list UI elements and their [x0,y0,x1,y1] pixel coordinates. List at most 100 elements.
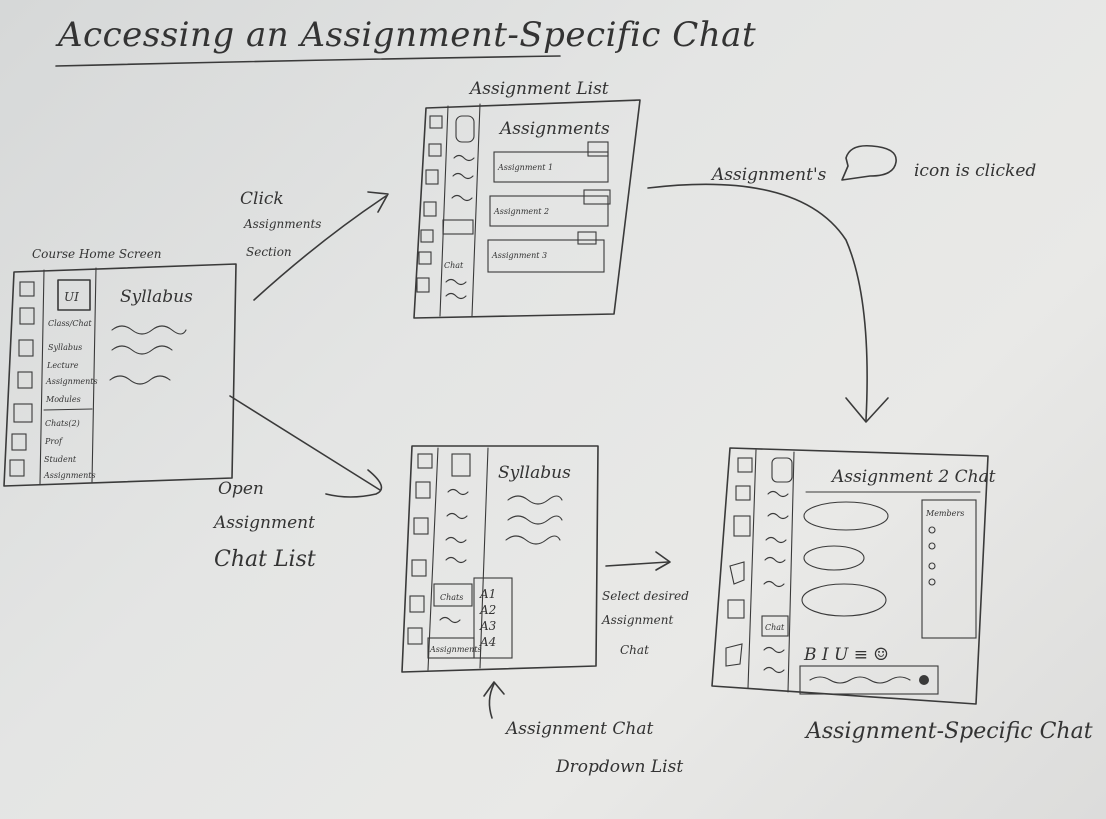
nav-label: Syllabus [48,343,82,352]
transition-label: Click [240,189,284,209]
logo-text: UI [64,290,79,304]
assignment-chat-caption: Assignment-Specific Chat [804,719,1093,744]
transition-label: icon is clicked [914,161,1036,181]
nav-chat-label: Chat [765,623,785,632]
chat-message [803,501,889,531]
assignment-row-label: Assignment 2 [493,207,549,216]
course-icon [451,453,471,477]
chat-message [801,583,887,617]
caption: Dropdown List [555,757,683,777]
assignment-list-sketch: Chat Assignments Assignment 1 Assignment… [413,99,641,319]
chat-dropdown-sketch: Chats Assignments Syllabus A1 A2 A3 A4 [401,445,599,673]
chat-dropdown-heading: Syllabus [498,463,571,483]
arrow-to-dropdown [488,683,495,719]
diagram-title: Accessing an Assignment-Specific Chat [55,15,756,55]
member-avatar [928,578,936,586]
nav-assignments-label: Assignments [429,645,482,654]
nav-icon [725,643,743,667]
nav-label: Class/Chat [48,319,92,328]
course-home-sketch: UI Class/Chat Syllabus Lecture Assignmen… [3,263,237,487]
chat-dropdown-list[interactable] [473,577,513,659]
arrow-to-chat-dropdown [229,395,381,491]
nav-icon [428,143,442,157]
assignment-row-label: Assignment 3 [491,251,547,260]
nav-icon [411,559,427,577]
assignment-row[interactable] [493,151,609,183]
assignment-row[interactable] [489,195,609,227]
nav-icon [11,433,27,451]
arrow-head [483,681,505,697]
assignment-row-label: Assignment 1 [497,163,553,172]
chat-bubble-icon[interactable] [583,189,611,205]
nav-icon [418,251,432,265]
nav-chat-label: Chat [444,261,464,270]
nav-icon [18,339,34,357]
nav-icon [729,561,745,585]
arrow-head [325,469,383,498]
nav-label: Prof [44,437,64,446]
dropdown-item[interactable]: A3 [479,619,497,633]
nav-icon [425,169,439,185]
member-avatar [928,542,936,550]
transition-label: Select desired [602,589,689,603]
dropdown-item[interactable]: A1 [479,587,496,601]
arrow-to-assignment-chat [647,183,868,421]
nav-icon [423,201,437,217]
members-panel [921,499,977,639]
nav-icon [407,627,423,645]
dropdown-item[interactable]: A4 [479,635,496,649]
transition-label: Open [218,479,264,499]
arrow-head [845,397,889,423]
dropdown-item[interactable]: A2 [479,603,496,617]
message-input[interactable] [799,665,939,695]
nav-label: Modules [45,395,81,404]
transition-label: Assignment [212,513,315,533]
course-icon [455,115,475,143]
nav-icon [19,281,35,297]
nav-icon [737,457,753,473]
nav-label: Assignments [43,471,96,480]
chat-message [803,545,865,571]
title-underline [55,55,561,67]
members-label: Members [925,509,964,518]
nav-icon [415,481,431,499]
chat-bubble-icon[interactable] [587,141,609,157]
format-toolbar[interactable]: B I U ≡ ☺ [803,645,889,665]
nav-icon [733,515,751,537]
nav-icon [727,599,745,619]
member-avatar [928,526,936,534]
nav-icon [19,307,35,325]
transition-label: Assignment [601,613,673,627]
nav-icon [409,595,425,613]
nav-label: Chats(2) [45,419,80,428]
assignment-list-heading: Assignments [498,119,610,139]
nav-assignments-box [442,219,474,235]
assignment-list-caption: Assignment List [468,79,609,99]
course-icon [771,457,793,483]
assignment-chat-heading: Assignment 2 Chat [830,467,996,487]
assignment-chat-sketch: Chat Assignment 2 Chat Members B I U ≡ ☺ [711,447,996,705]
nav-label: Assignments [45,377,98,386]
chat-bubble-icon [841,144,897,181]
transition-label: Chat List [214,547,316,572]
member-avatar [928,562,936,570]
nav-chat-box[interactable] [761,615,789,637]
transition-label: Chat [620,643,649,657]
nav-icon [417,453,433,469]
arrow-head [367,191,389,213]
nav-label: Lecture [46,361,79,370]
nav-icon [420,229,434,243]
course-home-heading: Syllabus [120,287,193,307]
assignment-row[interactable] [487,239,605,273]
nav-label: Student [44,455,77,464]
send-button[interactable] [919,675,929,685]
arrow-to-assignment-list [253,195,387,301]
nav-icon [735,485,751,501]
caption: Assignment Chat [504,719,653,739]
nav-icon [9,459,25,477]
arrow-to-assignment-chat [605,561,669,567]
arrow-head [655,551,671,571]
nav-chats-box[interactable] [433,583,473,607]
chat-bubble-icon[interactable] [577,231,597,245]
